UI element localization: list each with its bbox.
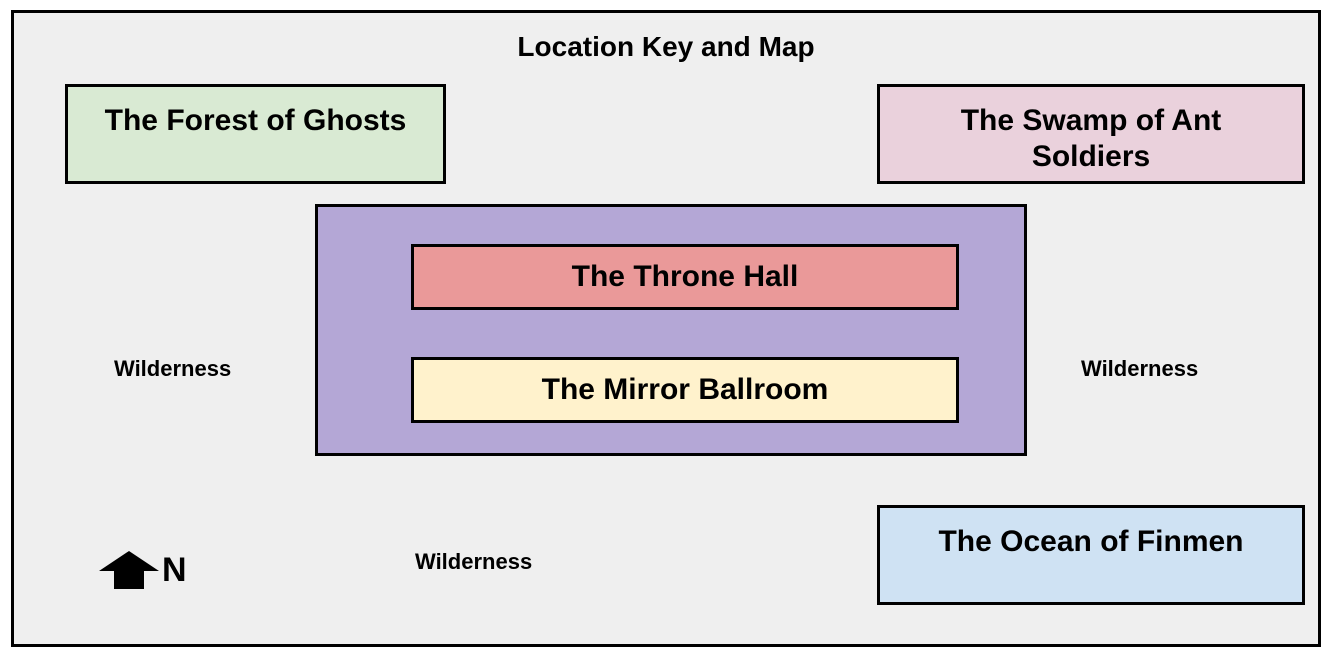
compass: N xyxy=(99,550,187,590)
region-ocean-label: The Ocean of Finmen xyxy=(938,525,1244,558)
region-forest-label: The Forest of Ghosts xyxy=(104,104,407,137)
wilderness-south-label: Wilderness xyxy=(415,549,533,574)
map-frame: Location Key and Map The Forest of Ghost… xyxy=(11,10,1321,647)
region-swamp-label-line-1: The Swamp of Ant xyxy=(960,104,1222,137)
region-ocean-of-finmen: The Ocean of Finmen xyxy=(877,505,1305,605)
map-title: Location Key and Map xyxy=(517,31,815,62)
compass-north-letter: N xyxy=(162,551,187,589)
north-arrow-icon xyxy=(99,551,159,589)
region-swamp-label-line-2: Soldiers xyxy=(1031,140,1151,173)
region-forest-of-ghosts: The Forest of Ghosts xyxy=(65,84,446,184)
wilderness-west-label: Wilderness xyxy=(114,356,232,381)
region-mirror-ballroom: The Mirror Ballroom xyxy=(411,357,959,423)
region-swamp-of-ant-soldiers: The Swamp of Ant Soldiers xyxy=(877,84,1305,184)
region-throne-hall: The Throne Hall xyxy=(411,244,959,310)
region-throne-label: The Throne Hall xyxy=(571,260,799,293)
region-ballroom-label: The Mirror Ballroom xyxy=(541,373,829,406)
wilderness-east-label: Wilderness xyxy=(1081,356,1199,381)
